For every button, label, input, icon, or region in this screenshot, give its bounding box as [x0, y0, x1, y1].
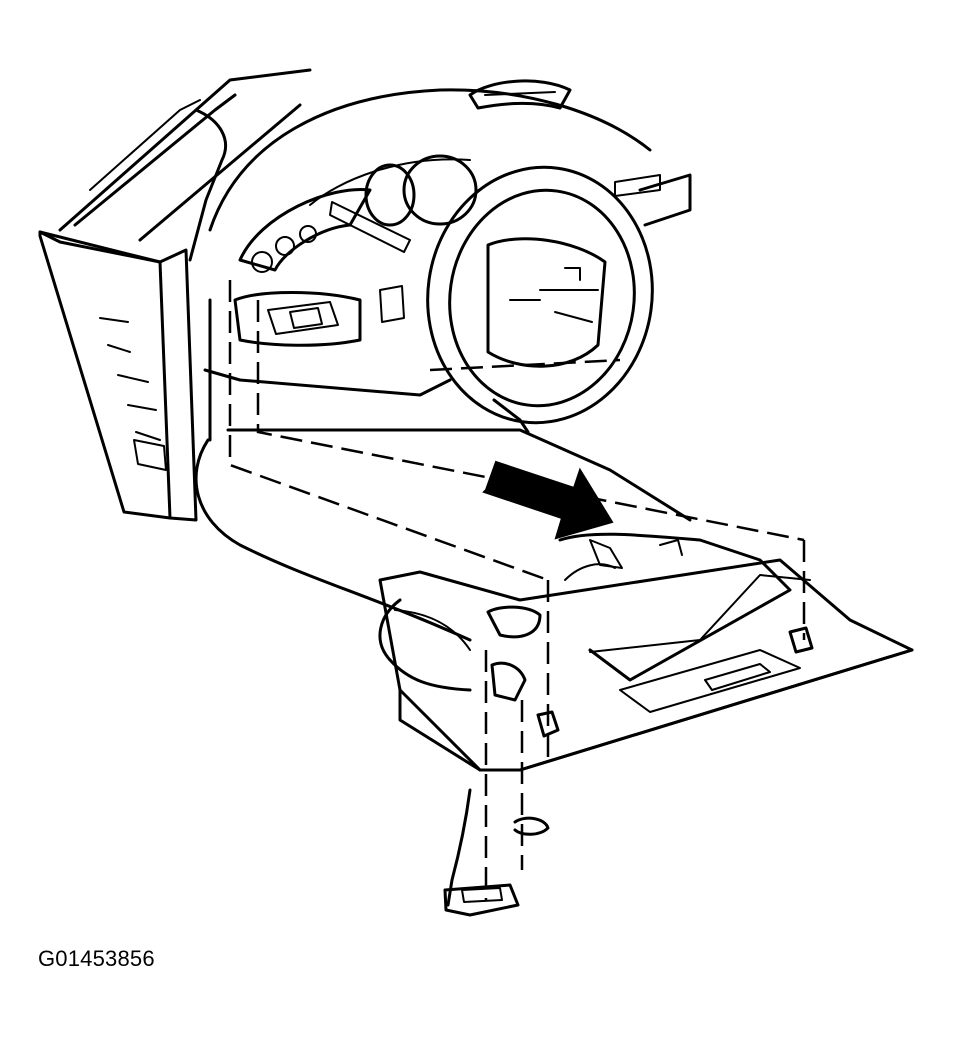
instrument-cluster — [238, 154, 478, 273]
knee-bolster-panel — [378, 539, 914, 772]
floor-panel — [194, 428, 792, 682]
steering-wheel — [426, 165, 654, 434]
instrument-panel-diagram — [38, 68, 914, 917]
right-down-arrow-icon — [482, 460, 614, 540]
figure-code: G01453856 — [38, 946, 155, 971]
door-panel — [38, 230, 198, 522]
a-pillar — [58, 68, 312, 262]
dashboard — [208, 79, 692, 232]
alignment-guides — [228, 280, 806, 900]
lower-dash — [203, 285, 452, 442]
wiring-harness — [378, 563, 616, 917]
fastener-clips — [513, 626, 814, 836]
